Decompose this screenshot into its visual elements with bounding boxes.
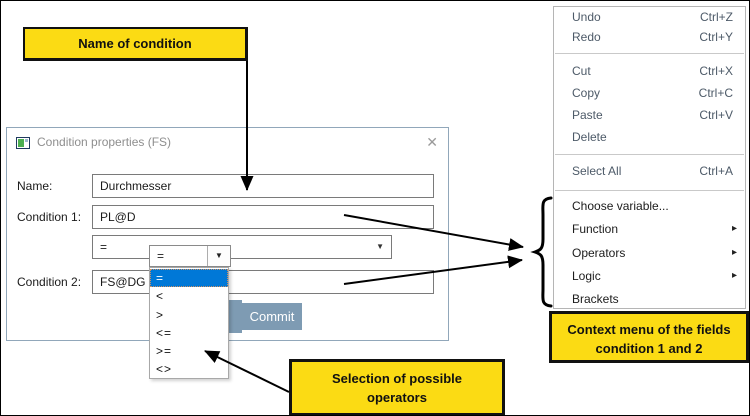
operator-option-less[interactable]: < bbox=[156, 289, 165, 304]
dialog-title: Condition properties (FS) bbox=[37, 135, 172, 149]
condition2-label: Condition 2: bbox=[17, 275, 82, 289]
name-input[interactable] bbox=[92, 174, 434, 198]
operator-option-equal[interactable]: = bbox=[150, 269, 228, 288]
menu-separator bbox=[555, 154, 744, 155]
operator-combobox-open[interactable]: = ▼ bbox=[149, 245, 231, 267]
shortcut-paste: Ctrl+V bbox=[699, 108, 733, 122]
menu-item-select-all[interactable]: Select All Ctrl+A bbox=[554, 160, 745, 182]
close-icon[interactable]: ✕ bbox=[426, 134, 438, 150]
menu-item-operators[interactable]: Operators ▸ bbox=[554, 242, 745, 264]
callout-context-menu: Context menu of the fields condition 1 a… bbox=[549, 311, 749, 363]
chevron-down-icon[interactable]: ▼ bbox=[376, 242, 384, 251]
shortcut-copy: Ctrl+C bbox=[698, 86, 733, 100]
menu-item-undo[interactable]: Undo Ctrl+Z bbox=[554, 6, 745, 28]
condition1-label: Condition 1: bbox=[17, 210, 82, 224]
context-menu: Undo Ctrl+Z Redo Ctrl+Y Cut Ctrl+X Copy … bbox=[553, 6, 746, 309]
operator-combobox[interactable]: = ▼ bbox=[92, 235, 392, 259]
menu-item-choose-variable[interactable]: Choose variable... bbox=[572, 199, 669, 213]
menu-item-brackets[interactable]: Brackets bbox=[572, 292, 619, 306]
menu-separator bbox=[555, 53, 744, 54]
shortcut-cut: Ctrl+X bbox=[699, 64, 733, 78]
operator-option-greater[interactable]: > bbox=[156, 307, 165, 322]
callout-selection-of-operators: Selection of possible operators bbox=[289, 359, 505, 415]
window-icon bbox=[16, 137, 30, 149]
submenu-arrow-icon: ▸ bbox=[731, 270, 737, 281]
condition1-input[interactable] bbox=[92, 205, 434, 229]
curly-brace bbox=[530, 196, 553, 308]
commit-button[interactable]: Commit bbox=[242, 303, 302, 330]
menu-item-logic[interactable]: Logic ▸ bbox=[554, 265, 745, 287]
operator-combobox-value: = bbox=[100, 240, 108, 254]
condition2-input[interactable] bbox=[92, 270, 434, 294]
operator-combobox-open-value: = bbox=[157, 249, 165, 263]
menu-separator bbox=[555, 190, 744, 191]
submenu-arrow-icon: ▸ bbox=[731, 247, 737, 258]
callout-name-of-condition: Name of condition bbox=[23, 27, 248, 61]
shortcut-redo: Ctrl+Y bbox=[699, 30, 733, 44]
operator-option-not-equal[interactable]: <> bbox=[156, 362, 173, 377]
name-label: Name: bbox=[17, 179, 53, 193]
submenu-arrow-icon: ▸ bbox=[731, 223, 737, 234]
dropdown-button[interactable]: ▼ bbox=[207, 246, 230, 266]
menu-item-redo[interactable]: Redo Ctrl+Y bbox=[554, 26, 745, 48]
operator-option-less-equal[interactable]: <= bbox=[156, 325, 173, 340]
shortcut-select-all: Ctrl+A bbox=[699, 164, 733, 178]
shortcut-undo: Ctrl+Z bbox=[700, 10, 733, 24]
menu-item-function[interactable]: Function ▸ bbox=[554, 218, 745, 240]
menu-item-copy[interactable]: Copy Ctrl+C bbox=[554, 82, 745, 104]
operator-dropdown-list: = < > <= >= <> bbox=[149, 267, 229, 379]
menu-item-cut[interactable]: Cut Ctrl+X bbox=[554, 60, 745, 82]
chevron-down-icon: ▼ bbox=[215, 251, 223, 260]
menu-item-delete[interactable]: Delete bbox=[572, 130, 607, 144]
menu-item-paste[interactable]: Paste Ctrl+V bbox=[554, 104, 745, 126]
operator-option-greater-equal[interactable]: >= bbox=[156, 344, 173, 359]
